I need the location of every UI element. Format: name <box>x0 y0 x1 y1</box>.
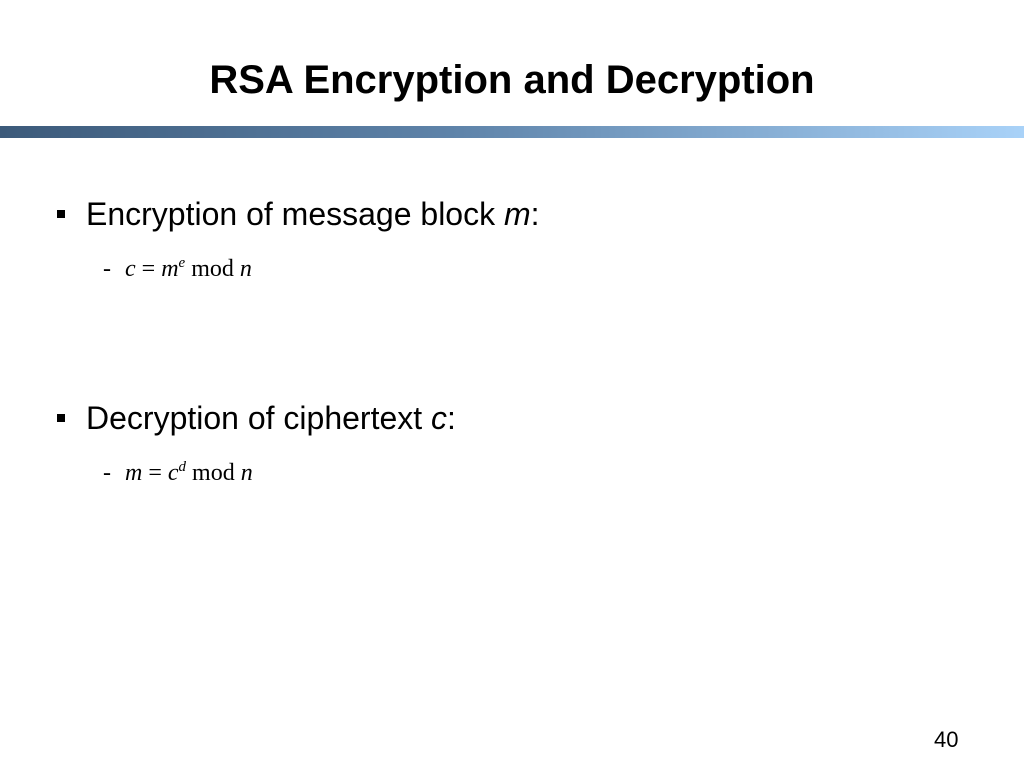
formula-lhs: c <box>125 256 136 282</box>
bullet-label: Encryption of message block <box>86 196 504 232</box>
bullet-text: Encryption of message block m: <box>86 194 540 234</box>
formula-equals: = <box>142 460 168 486</box>
bullet-decryption: Decryption of ciphertext c: <box>57 398 456 438</box>
formula-base: c <box>167 460 179 486</box>
page-number: 40 <box>934 727 959 752</box>
formula-modulus: n <box>240 460 253 486</box>
formula-modulus: n <box>239 256 252 282</box>
square-bullet-icon <box>57 414 65 422</box>
bullet-label: Decryption of ciphertext <box>86 400 432 436</box>
bullet-text: Decryption of ciphertext c: <box>86 398 456 438</box>
formula-op: mod <box>185 256 240 282</box>
bullet-suffix: : <box>447 400 456 436</box>
encryption-formula: -c = me mod n <box>103 254 252 284</box>
title-divider <box>0 126 1024 138</box>
bullet-encryption: Encryption of message block m: <box>57 194 540 234</box>
bullet-variable: c <box>431 400 448 436</box>
slide-title: RSA Encryption and Decryption <box>209 58 815 102</box>
bullet-suffix: : <box>530 196 540 232</box>
bullet-variable: m <box>503 196 531 232</box>
formula-base: m <box>161 256 179 282</box>
formula-exponent: d <box>178 459 187 475</box>
formula-op: mod <box>186 460 241 486</box>
square-bullet-icon <box>57 210 65 218</box>
sub-bullet-dash: - <box>103 460 111 486</box>
formula-lhs: m <box>125 460 143 486</box>
formula-equals: = <box>135 256 162 282</box>
formula-exponent: e <box>178 255 186 271</box>
decryption-formula: -m = cd mod n <box>103 458 253 488</box>
sub-bullet-dash: - <box>103 256 111 282</box>
